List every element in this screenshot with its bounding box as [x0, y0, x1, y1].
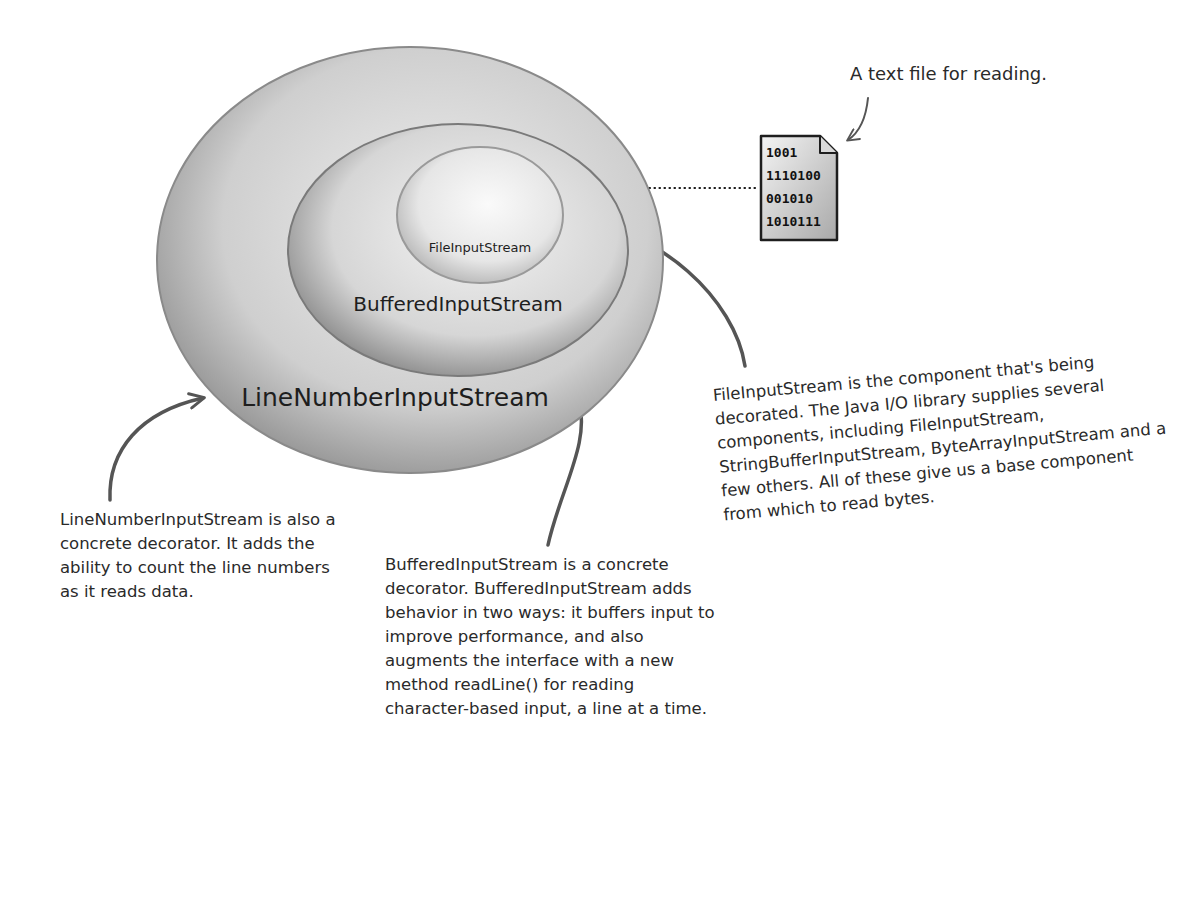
file-note: A text file for reading.	[850, 62, 1150, 86]
ellipse-body	[397, 147, 563, 283]
ellipse-body	[157, 47, 663, 473]
decorator-name: BufferedInputStream	[353, 292, 562, 316]
leader-arrow	[848, 98, 868, 140]
binary-content: 1001 1110100 001010 1010111	[766, 141, 826, 233]
stream-ellipse: FileInputStream	[395, 145, 565, 285]
stream-ellipse: LineNumberInputStream BufferedInputStream…	[155, 45, 665, 475]
stream-ellipse: BufferedInputStream FileInputStream	[286, 122, 630, 378]
leader-arrow	[110, 398, 203, 500]
decorator-name: LineNumberInputStream	[241, 383, 549, 412]
decorator-callout: BufferedInputStream is a concrete decora…	[385, 553, 715, 721]
decorator-callout: LineNumberInputStream is also a concrete…	[60, 508, 342, 604]
page-body	[761, 136, 837, 240]
component-callout: FileInputStream is the component that's …	[712, 345, 1175, 528]
text-file-icon: 1001 1110100 001010 1010111	[758, 133, 840, 243]
ellipse-outline	[395, 145, 565, 285]
component-name: FileInputStream	[429, 240, 531, 255]
ellipse-body	[288, 124, 628, 376]
page-fold	[820, 136, 837, 153]
